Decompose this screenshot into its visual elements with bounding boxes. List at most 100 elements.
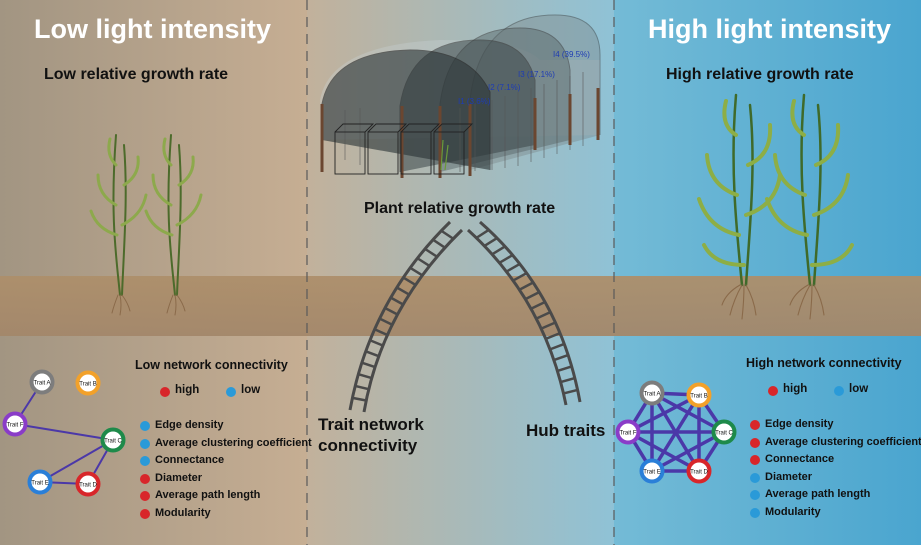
metric-label: Diameter [765, 470, 813, 483]
network-node-label: Trait B [79, 382, 96, 388]
left-legend-high: high [175, 384, 200, 396]
ladder-rung [549, 342, 565, 351]
hub-traits-label: Hub traits [526, 421, 606, 440]
ladder-rung [361, 361, 376, 369]
left-panel-title: Low light intensity [34, 14, 271, 44]
ladder-rung [563, 388, 578, 395]
ladder-rung [432, 238, 446, 249]
metric-high-dot [750, 437, 760, 448]
ladder-rung [491, 245, 506, 256]
right-legend-low: low [849, 383, 869, 395]
right-plants [697, 93, 854, 320]
greenhouse-label-i3: I3 (17.1%) [518, 70, 555, 79]
ladder-rung [498, 254, 514, 264]
greenhouse-label-i2: I2 (7.1%) [488, 83, 521, 92]
network-node [686, 382, 712, 408]
network-node-label: Trait D [690, 470, 708, 476]
network-node [100, 427, 126, 453]
left-legend-low-dot [226, 387, 236, 397]
network-node [686, 458, 712, 484]
greenhouse-tunnel-i1 [321, 49, 491, 170]
network-edge [627, 393, 700, 434]
metric-high-dot [140, 491, 150, 501]
high-connectivity-network: Trait A Trait B Trait C Trait D Trait E Trait… [615, 380, 737, 484]
left-subtitle: Low relative growth rate [44, 66, 229, 83]
ladder-rung [402, 276, 417, 286]
network-edge [651, 430, 725, 473]
network-edge [627, 430, 700, 473]
metric-label: Edge density [765, 418, 834, 430]
greenhouse-label-i4: I4 (39.5%) [553, 50, 590, 59]
ladder-rung [540, 321, 556, 330]
ladder-rung [505, 262, 521, 273]
network-node-label: Trait E [643, 470, 660, 476]
right-subtitle: High relative growth rate [666, 66, 854, 83]
left-legend-high-dot [160, 387, 170, 397]
network-node [615, 419, 641, 445]
network-node-label: Trait B [690, 394, 707, 400]
metric-label: Average path length [765, 488, 871, 500]
ladder-rung [512, 272, 528, 282]
trait-network-label: Trait network connectivity [318, 415, 424, 455]
ladder-rung [545, 331, 561, 341]
ladder-rung [354, 384, 370, 391]
network-node [75, 370, 101, 396]
ladder-rung [535, 310, 551, 320]
ladder-rung [553, 353, 569, 362]
network-node [2, 411, 28, 437]
ladder-rung [384, 306, 399, 316]
metric-high-dot [140, 508, 150, 519]
ladder-rung [409, 266, 423, 277]
ladder-rung [352, 396, 367, 402]
left-panel-bg [0, 0, 307, 545]
network-node-label: Trait E [31, 481, 48, 487]
network-node [75, 471, 101, 497]
metric-high-dot [750, 420, 760, 430]
network-node [639, 380, 665, 406]
network-edge [39, 439, 114, 483]
ladder-rung [357, 373, 373, 380]
ladder-rung [524, 291, 540, 301]
network-edge [14, 423, 114, 441]
right-network-title: High network connectivity [746, 356, 902, 370]
metric-low-dot [140, 438, 150, 449]
metric-label: Modularity [765, 505, 821, 518]
network-node-label: Trait C [715, 431, 733, 437]
metric-label: Edge density [155, 419, 224, 431]
ladder-rung [374, 328, 388, 337]
greenhouse-illustration [320, 14, 601, 178]
metric-low-dot [140, 421, 150, 431]
metric-low-dot [750, 472, 760, 483]
ladder-rung [390, 296, 404, 306]
ladder-rung [365, 350, 380, 358]
ladder-rung [475, 228, 490, 239]
network-node-label: Trait A [33, 381, 50, 387]
metric-label: Average path length [155, 489, 261, 501]
network-node-label: Trait D [79, 483, 97, 489]
ladder-rung [557, 365, 573, 373]
network-node-label: Trait A [643, 392, 660, 398]
metric-label: Average clustering coefficient [765, 435, 921, 448]
ladder-rung [379, 317, 393, 326]
metric-low-dot [750, 490, 760, 500]
metric-high-dot [140, 473, 150, 484]
metric-label: Connectance [765, 453, 835, 465]
metric-low-dot [140, 456, 150, 466]
network-node-label: Trait F [6, 423, 23, 429]
metric-label: Connectance [155, 454, 225, 466]
ladder-rung [530, 300, 546, 310]
left-plants [89, 134, 203, 316]
greenhouse-label-i1: I1 (3.6%) [458, 97, 491, 106]
network-node-label: Trait F [619, 431, 636, 437]
ladder-rung [396, 286, 410, 296]
right-legend-low-dot [834, 386, 844, 396]
metric-high-dot [750, 455, 760, 465]
metric-label: Diameter [155, 471, 203, 484]
soil-band [0, 276, 921, 336]
metric-label: Average clustering coefficient [155, 436, 312, 449]
ladder-rung [424, 247, 438, 258]
right-legend-high-dot [768, 386, 778, 396]
